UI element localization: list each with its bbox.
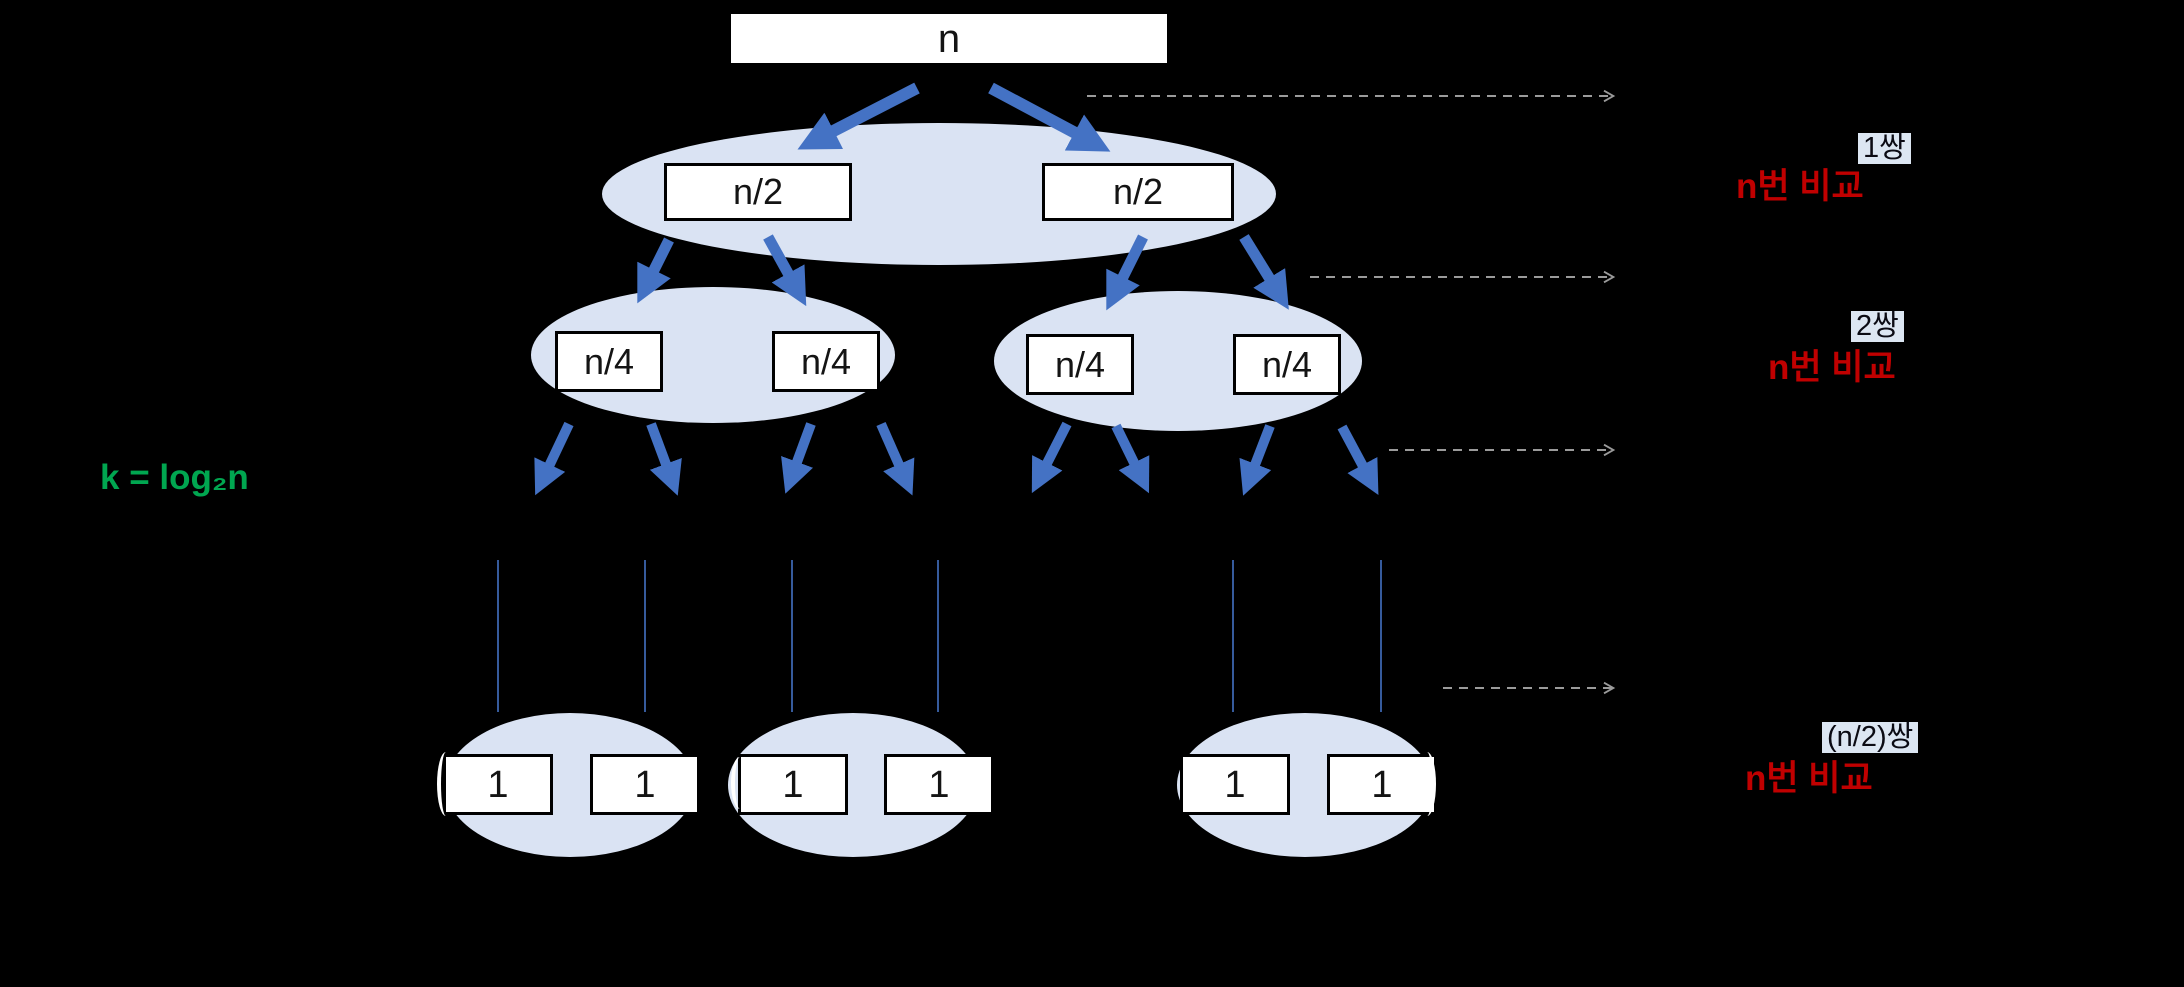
node-n4-4: n/4	[1233, 334, 1341, 395]
depth-formula-label: k = log₂n	[100, 458, 249, 497]
arrows-level2-down	[534, 421, 1379, 496]
white-arc-decoration-left-1	[437, 752, 455, 816]
level1-pairs-label: 1쌍	[1858, 133, 1911, 164]
node-n2-left: n/2	[664, 163, 852, 221]
node-leaf-2: 1	[590, 754, 700, 815]
node-n4-2: n/4	[772, 331, 880, 392]
level2-comparisons-label: n번 비교	[1768, 348, 1896, 387]
node-n4-1: n/4	[555, 331, 663, 392]
node-leaf-5: 1	[1180, 754, 1290, 815]
white-arc-decoration-right-3	[1418, 752, 1436, 816]
node-n2-right: n/2	[1042, 163, 1234, 221]
level2-pairs-label: 2쌍	[1851, 311, 1904, 342]
node-leaf-4: 1	[884, 754, 994, 815]
node-n4-3: n/4	[1026, 334, 1134, 395]
leaf-level-pairs-label: (n/2)쌍	[1822, 722, 1919, 753]
node-leaf-1: 1	[443, 754, 553, 815]
leaf-drop-lines	[497, 560, 1382, 712]
white-arc-decoration-left-2	[731, 757, 749, 809]
node-root: n	[728, 11, 1170, 66]
node-leaf-3: 1	[738, 754, 848, 815]
level1-comparisons-label: n번 비교	[1736, 167, 1864, 206]
leaf-level-comparisons-label: n번 비교	[1745, 759, 1873, 798]
